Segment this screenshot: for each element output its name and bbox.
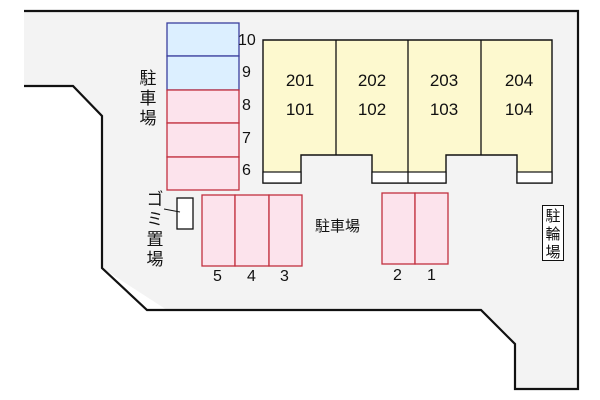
parking-space-4[interactable] xyxy=(234,194,270,267)
parking-space-5[interactable] xyxy=(201,194,236,267)
bicycle-parking: 駐輪場 xyxy=(542,205,564,261)
parking-space-7[interactable] xyxy=(166,122,240,158)
parking-space-6[interactable] xyxy=(166,156,240,191)
parking-space-9[interactable] xyxy=(166,55,240,91)
unit-102[interactable]: 102 xyxy=(357,100,387,119)
unit-204[interactable]: 204 xyxy=(504,71,534,90)
parking-number-7: 7 xyxy=(242,130,251,147)
parking-number-3: 3 xyxy=(280,268,289,285)
parking-label-center: 駐車場 xyxy=(315,217,361,235)
parking-number-10: 10 xyxy=(238,32,256,49)
garbage-station xyxy=(176,197,194,230)
parking-label-left: 駐車場 xyxy=(139,69,157,129)
parking-space-2[interactable] xyxy=(381,192,416,265)
parking-space-3[interactable] xyxy=(268,194,303,267)
parking-space-8[interactable] xyxy=(166,89,240,124)
parking-space-1[interactable] xyxy=(414,192,449,265)
unit-202[interactable]: 202 xyxy=(357,71,387,90)
garbage-leader-line xyxy=(163,208,181,213)
unit-103[interactable]: 103 xyxy=(429,100,459,119)
entrance-step xyxy=(262,171,302,184)
parking-number-6: 6 xyxy=(242,162,251,179)
parking-number-2: 2 xyxy=(393,267,402,284)
unit-101[interactable]: 101 xyxy=(285,100,315,119)
parking-number-4: 4 xyxy=(247,268,256,285)
lot-boundary-line xyxy=(24,9,580,391)
parking-number-8: 8 xyxy=(242,97,251,114)
garbage-label: ゴミ置場 xyxy=(146,190,164,270)
parking-number-1: 1 xyxy=(427,267,436,284)
unit-203[interactable]: 203 xyxy=(429,71,459,90)
parking-space-10[interactable] xyxy=(166,22,240,57)
entrance-step xyxy=(371,171,447,184)
unit-201[interactable]: 201 xyxy=(285,71,315,90)
parking-number-5: 5 xyxy=(213,268,222,285)
entrance-step xyxy=(516,171,553,184)
unit-104[interactable]: 104 xyxy=(504,100,534,119)
parking-number-9: 9 xyxy=(242,64,251,81)
